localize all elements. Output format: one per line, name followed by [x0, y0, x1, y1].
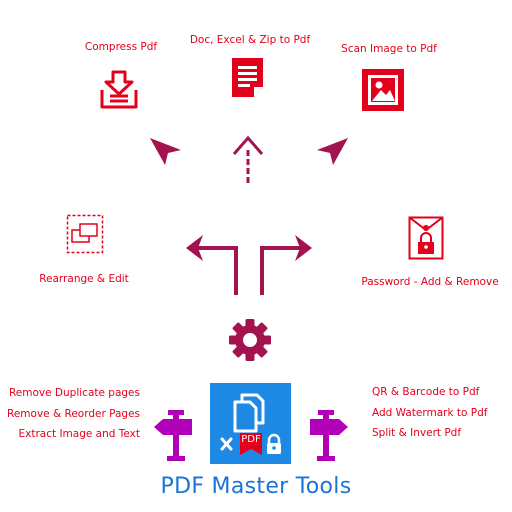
tool-extract-image-text[interactable]: Extract Image and Text: [18, 428, 141, 440]
padlock-envelope-icon[interactable]: [408, 216, 444, 260]
arrow-up-left-icon: [150, 138, 181, 165]
pdf-badge-icon: [240, 433, 262, 455]
label-scan-image: Scan Image to Pdf: [341, 43, 437, 55]
rearrange-icon[interactable]: [66, 214, 104, 254]
copy-documents-icon: [233, 393, 265, 433]
right-tool-list: QR & Barcode to Pdf Add Watermark to Pdf…: [372, 382, 488, 444]
tools-icon: [220, 437, 233, 451]
tool-remove-reorder[interactable]: Remove & Reorder Pages: [7, 407, 140, 420]
arrow-up-dashed-icon: [232, 135, 264, 183]
label-doc-excel-zip: Doc, Excel & Zip to Pdf: [189, 34, 311, 46]
arrow-right-bent-icon: [260, 246, 302, 295]
image-icon[interactable]: [362, 69, 404, 111]
gear-icon[interactable]: [228, 318, 272, 362]
padlock-icon: [267, 433, 281, 454]
label-password: Password - Add & Remove: [361, 276, 499, 288]
tool-split-invert[interactable]: Split & Invert Pdf: [372, 427, 462, 439]
tool-remove-duplicate[interactable]: Remove Duplicate pages: [8, 387, 140, 399]
label-rearrange-edit: Rearrange & Edit: [39, 273, 129, 285]
pdf-badge-text: PDF: [241, 434, 261, 445]
arrow-left-bent-icon: [196, 246, 238, 295]
signpost-left-icon: [154, 410, 194, 462]
tool-add-watermark[interactable]: Add Watermark to Pdf: [372, 406, 488, 419]
document-icon[interactable]: [230, 58, 266, 98]
label-compress-pdf: Compress Pdf: [84, 41, 158, 53]
left-tool-list: Remove Duplicate pages Remove & Reorder …: [7, 383, 140, 445]
app-icon-tile[interactable]: PDF: [210, 383, 291, 464]
compress-icon[interactable]: [99, 68, 139, 110]
arrow-up-right-icon: [317, 138, 348, 165]
tool-qr-barcode[interactable]: QR & Barcode to Pdf: [372, 386, 480, 398]
signpost-right-icon: [308, 410, 348, 462]
page-title: PDF Master Tools: [160, 474, 352, 499]
